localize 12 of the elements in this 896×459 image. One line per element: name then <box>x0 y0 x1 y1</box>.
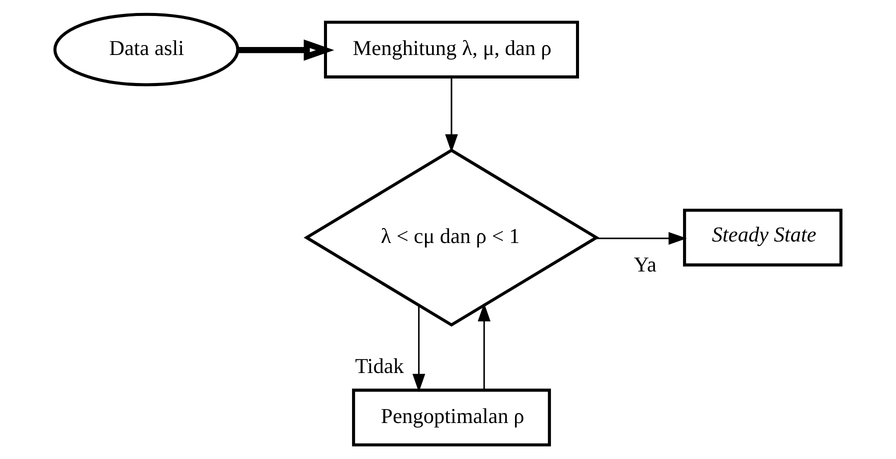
arrow <box>445 76 458 153</box>
node-box: Steady State <box>683 208 842 266</box>
node-diamond: λ < cμ dan ρ < 1 <box>304 148 600 327</box>
arrow <box>595 232 687 245</box>
node-ellipse: Data asli <box>53 12 240 86</box>
node-box: Pengoptimalan ρ <box>352 388 551 446</box>
arrow <box>238 39 334 61</box>
edge-label: Tidak <box>355 354 404 378</box>
node-box: Menghitung λ, μ, dan ρ <box>324 20 580 78</box>
arrow <box>478 303 491 390</box>
arrow <box>412 306 426 392</box>
edge-label: Ya <box>634 252 656 276</box>
